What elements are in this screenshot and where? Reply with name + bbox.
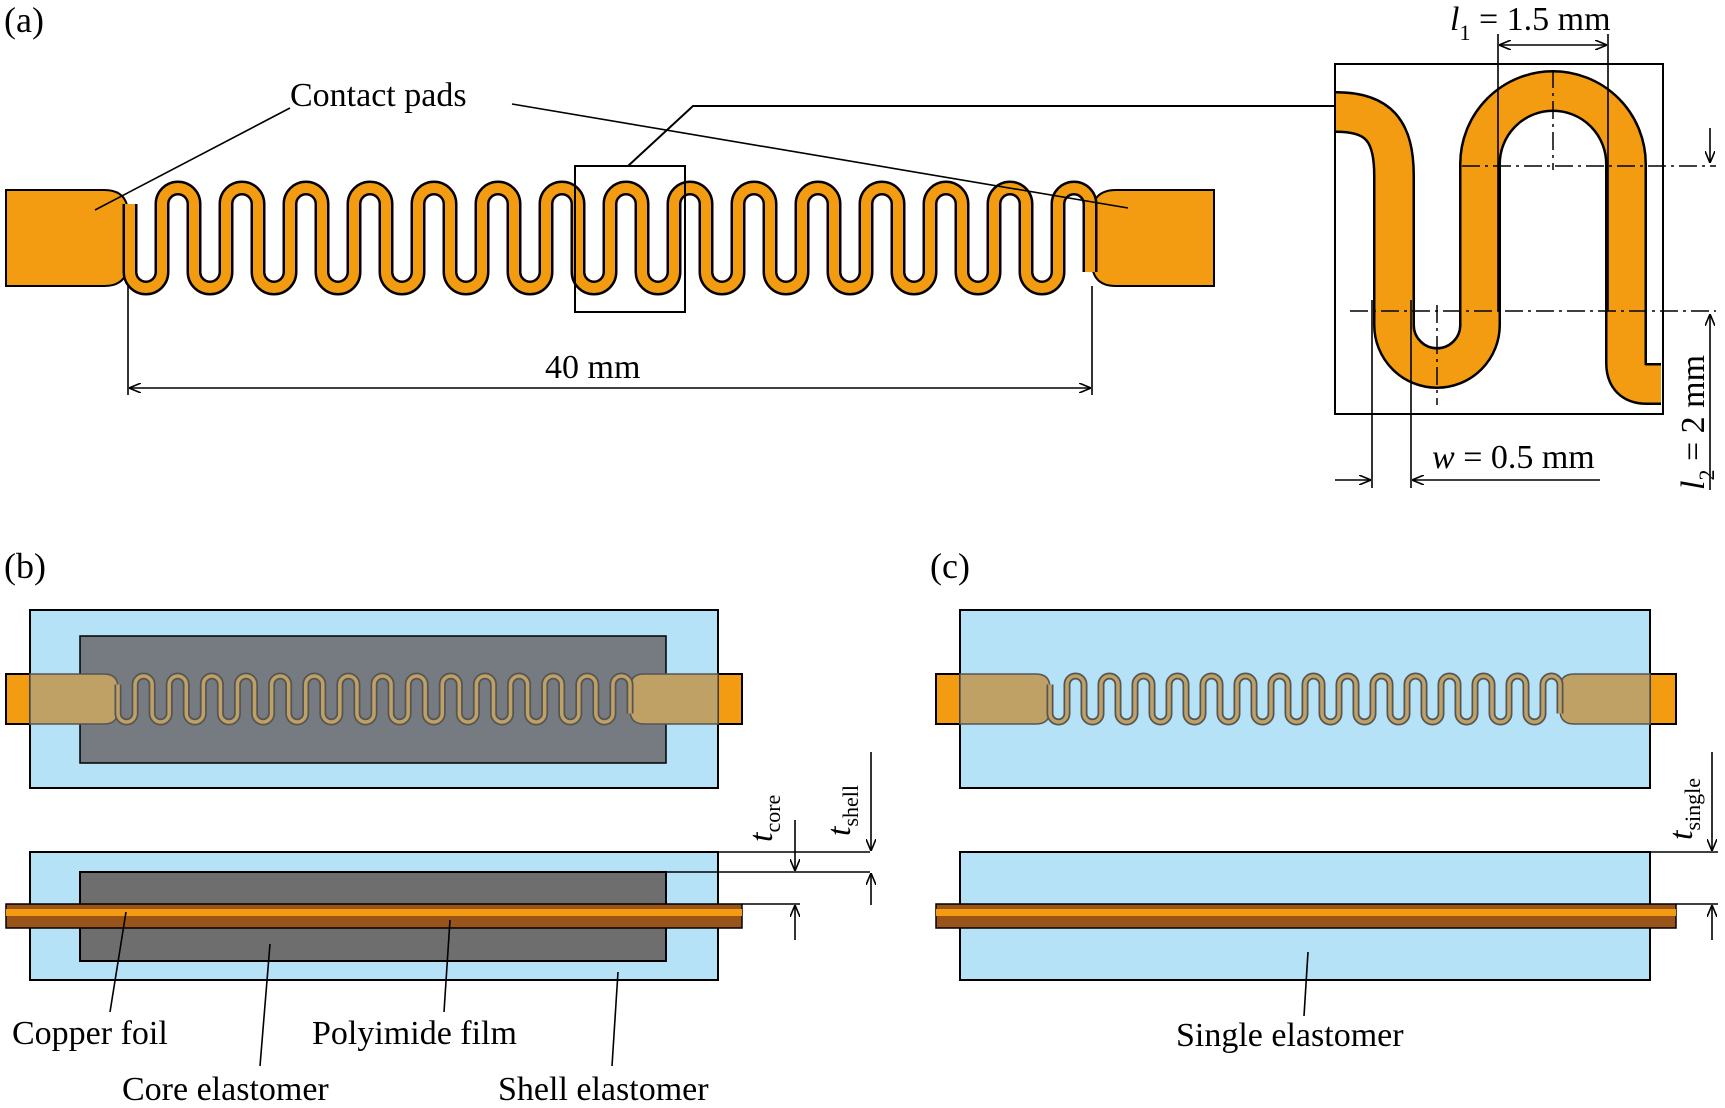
t-core-label: tcore	[743, 795, 785, 842]
panel-a: (a) Contact pads 40 mm	[4, 0, 1719, 490]
serpentine-trace	[125, 183, 1095, 293]
detail-callout-box	[574, 165, 686, 313]
contact-pad-left	[5, 189, 129, 287]
detail-view: l1 = 1.5 mm l2 = 2 mm w = 0.5 mm	[1334, 1, 1719, 490]
embedded-pad-left-c	[959, 673, 1051, 725]
panel-c-tag: (c)	[930, 546, 970, 586]
embedded-pad-left	[29, 673, 119, 725]
core-elastomer-leader	[259, 943, 271, 1067]
l1-label: l1 = 1.5 mm	[1450, 1, 1611, 45]
l1-value: = 1.5 mm	[1470, 1, 1610, 38]
core-elastomer-label: Core elastomer	[122, 1071, 329, 1108]
l2-symbol: l	[1675, 481, 1712, 490]
shell-elastomer-label: Shell elastomer	[498, 1071, 709, 1108]
l1-subscript: 1	[1459, 20, 1470, 45]
polyimide-film-leader	[443, 919, 451, 1013]
contact-pad-leader-right	[511, 103, 1129, 209]
panel-c-side-view: tsingle	[935, 752, 1718, 981]
t-shell-label: tshell	[821, 785, 863, 836]
panel-b-tag: (b)	[4, 546, 46, 586]
t-single-symbol: t	[1663, 829, 1700, 840]
t-single-label: tsingle	[1663, 778, 1705, 840]
copper-foil-label: Copper foil	[12, 1015, 168, 1052]
shell-elastomer-leader	[611, 971, 619, 1067]
panel-c: (c) tsingle Single elastomer	[930, 546, 1718, 1054]
single-elastomer-label: Single elastomer	[1176, 1017, 1404, 1054]
contact-pad-leader-left	[94, 107, 291, 211]
copper-foil-side-c	[936, 909, 1676, 916]
t-single-subscript: single	[1680, 778, 1705, 831]
embedded-serpentine-c	[1048, 674, 1562, 724]
w-symbol: w	[1432, 439, 1455, 476]
panel-b-top-view	[5, 609, 743, 789]
w-value: = 0.5 mm	[1455, 439, 1595, 476]
panel-c-top-view	[935, 609, 1677, 789]
contact-pads-label: Contact pads	[290, 77, 467, 114]
l2-label: l2 = 2 mm	[1675, 355, 1719, 490]
l2-subscript: 2	[1694, 470, 1719, 481]
t-core-symbol: t	[743, 831, 780, 842]
t-shell-symbol: t	[821, 825, 858, 836]
detail-frame	[1334, 63, 1664, 415]
l2-value: = 2 mm	[1675, 355, 1712, 470]
embedded-serpentine-b	[116, 674, 632, 724]
panel-b: (b) tcore	[4, 546, 871, 1108]
length-label: 40 mm	[545, 349, 640, 386]
w-label: w = 0.5 mm	[1432, 439, 1595, 476]
panel-b-side-view: tcore tshell	[5, 752, 871, 981]
t-shell-subscript: shell	[838, 785, 863, 827]
single-elastomer-leader	[1303, 951, 1309, 1017]
embedded-pad-right	[629, 673, 719, 725]
copper-foil-leader	[109, 911, 127, 1013]
panel-a-tag: (a)	[4, 0, 44, 40]
l1-symbol: l	[1450, 1, 1459, 38]
detail-callout-leader	[627, 105, 1340, 167]
t-core-subscript: core	[760, 795, 785, 833]
copper-foil-side	[6, 909, 742, 916]
embedded-pad-right-c	[1559, 673, 1651, 725]
detail-serpentine-fill	[1335, 72, 1666, 403]
polyimide-film-label: Polyimide film	[312, 1015, 517, 1052]
